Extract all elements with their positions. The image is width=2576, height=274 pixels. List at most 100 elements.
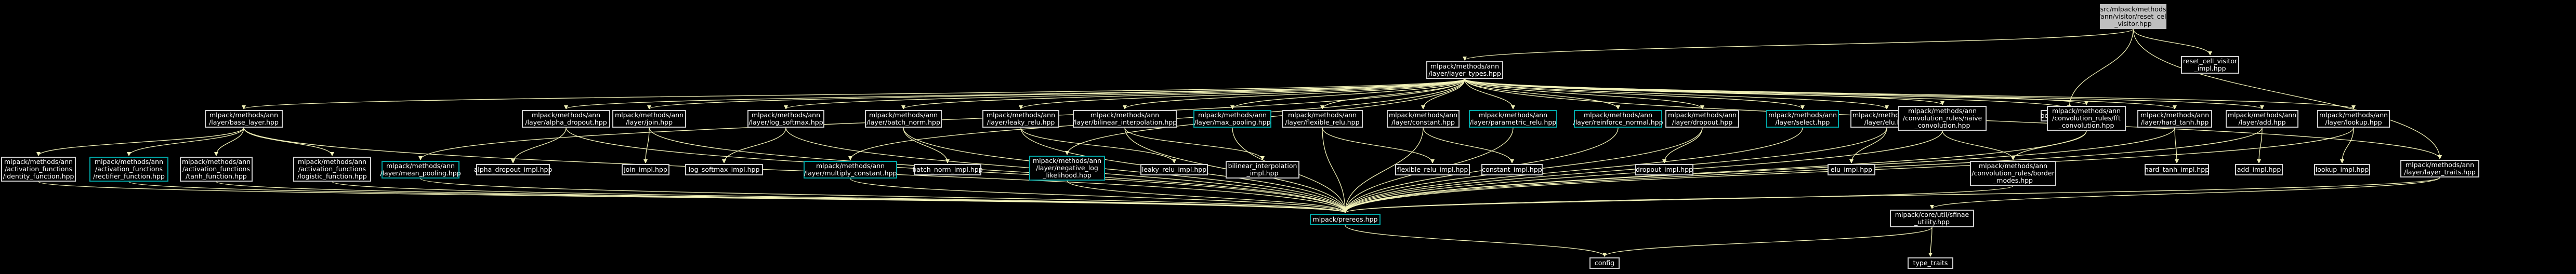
- node-log-softmax[interactable]: mlpack/methods/ann /layer/log_softmax.hp…: [747, 110, 824, 128]
- edge-negative_log-to-prereqs: [1067, 180, 1347, 213]
- node-root[interactable]: src/mlpack/methods /ann/visitor/reset_ce…: [2098, 4, 2168, 29]
- edge-elu-to-elu_impl: [1849, 127, 1887, 163]
- node-bilinear-impl[interactable]: bilinear_interpolation _impl.hpp: [1226, 161, 1299, 179]
- edge-select-to-prereqs: [1343, 127, 1803, 213]
- node-parametric-relu[interactable]: mlpack/methods/ann /layer/parametric_rel…: [1469, 110, 1557, 128]
- edge-bilinear-to-bilinear_impl: [1124, 127, 1265, 160]
- node-flexible-relu-impl[interactable]: flexible_relu_impl.hpp: [1395, 164, 1470, 175]
- node-reset-impl[interactable]: reset_cell_visitor _impl.hpp: [2181, 56, 2239, 74]
- edge-root-to-reset_impl: [2133, 29, 2212, 56]
- node-sfinae[interactable]: mlpack/core/util/sfinae _utility.hpp: [1890, 210, 1974, 227]
- edge-layer_types-to-alpha_dropout: [564, 78, 1465, 109]
- edge-base_layer-to-act_tanh: [214, 127, 244, 156]
- node-flexible-relu[interactable]: mlpack/methods/ann /layer/flexible_relu.…: [1282, 110, 1363, 128]
- edge-layer_types-to-parametric_relu: [1464, 78, 1515, 109]
- edge-alpha_dropout-to-alpha_dropout_impl: [511, 127, 567, 163]
- edge-layer_types-to-flexible_relu: [1320, 78, 1465, 109]
- edge-root-to-layer_types: [1463, 29, 2134, 61]
- edge-sfinae-to-type_traits: [1928, 227, 1933, 257]
- edge-join-to-join_impl: [643, 127, 650, 163]
- node-conv-naive[interactable]: mlpack/methods/ann /convolution_rules/na…: [1898, 106, 1987, 131]
- node-dropout-impl[interactable]: dropout_impl.hpp: [1635, 164, 1693, 175]
- node-leaky-relu[interactable]: mlpack/methods/ann /layer/leaky_relu.hpp: [982, 110, 1059, 128]
- edge-join-to-prereqs: [649, 127, 1347, 213]
- edge-layer: [36, 29, 2442, 257]
- edge-leaky_relu-to-leaky_relu_impl: [1020, 127, 1176, 163]
- node-prereqs[interactable]: mlpack/prereqs.hpp: [1310, 214, 1381, 225]
- edge-base_layer-to-act_logistic: [243, 127, 334, 156]
- edge-hard_tanh-to-hard_tanh_impl: [2174, 127, 2179, 163]
- edge-layer_types-to-join: [647, 78, 1465, 109]
- node-act-logistic[interactable]: mlpack/methods/ann /activation_functions…: [293, 157, 371, 182]
- edge-act_logistic-to-prereqs: [332, 181, 1347, 213]
- node-act-tanh[interactable]: mlpack/methods/ann /activation_functions…: [180, 157, 253, 182]
- edge-root-to-boost_variant: [2067, 29, 2134, 109]
- node-leaky-relu-impl[interactable]: leaky_relu_impl.hpp: [1140, 164, 1208, 175]
- node-bilinear[interactable]: mlpack/methods/ann /layer/bilinear_inter…: [1073, 110, 1177, 128]
- edge-conv_naive-to-conv_border: [1942, 130, 2015, 160]
- edge-layer_types-to-select: [1464, 78, 1805, 109]
- edge-layer_traits-to-prereqs: [1343, 177, 2440, 213]
- node-join[interactable]: mlpack/methods/ann /layer/join.hpp: [612, 110, 686, 128]
- node-max-pooling[interactable]: mlpack/methods/ann /layer/max_pooling.hp…: [1193, 110, 1271, 128]
- node-hard-tanh[interactable]: mlpack/methods/ann /layer/hard_tanh.hpp: [2137, 110, 2212, 128]
- node-constant-impl[interactable]: constant_impl.hpp: [1481, 164, 1543, 175]
- edge-layer_types-to-log_softmax: [784, 78, 1465, 109]
- node-batch-norm-impl[interactable]: batch_norm_impl.hpp: [912, 164, 983, 175]
- edge-base_layer-to-act_rectifier: [127, 127, 244, 156]
- node-lookup-impl[interactable]: lookup_impl.hpp: [2314, 164, 2370, 175]
- edge-layer_types-to-add: [1464, 78, 2264, 109]
- node-negative-log[interactable]: mlpack/methods/ann /layer/negative_log _…: [1029, 156, 1105, 181]
- node-mean-pooling[interactable]: mlpack/methods/ann /layer/mean_pooling.h…: [380, 161, 461, 179]
- edge-sfinae-to-config: [1602, 227, 1933, 257]
- edge-mean_pooling-to-prereqs: [420, 178, 1347, 213]
- node-multiply-constant[interactable]: mlpack/methods/ann /layer/multiply_const…: [804, 161, 897, 179]
- edge-layer_traits-to-sfinae: [1930, 177, 2440, 209]
- node-act-identity[interactable]: mlpack/methods/ann /activation_functions…: [1, 157, 76, 182]
- edge-layer_types-to-bilinear: [1123, 78, 1465, 109]
- node-add[interactable]: mlpack/methods/ann /layer/add.hpp: [2226, 110, 2298, 128]
- edge-batch_norm-to-batch_norm_impl: [903, 127, 950, 163]
- node-base-layer[interactable]: mlpack/methods/ann /layer/base_layer.hpp: [205, 110, 283, 128]
- edge-act_tanh-to-prereqs: [216, 181, 1347, 213]
- node-log-softmax-impl[interactable]: log_softmax_impl.hpp: [685, 164, 763, 175]
- node-elu-impl[interactable]: elu_impl.hpp: [1828, 164, 1875, 175]
- node-join-impl[interactable]: join_impl.hpp: [622, 164, 669, 175]
- node-select[interactable]: mlpack/methods/ann /layer/select.hpp: [1766, 110, 1839, 128]
- node-conv-fft[interactable]: mlpack/methods/ann /convolution_rules/ff…: [2047, 106, 2126, 131]
- node-constant[interactable]: mlpack/methods/ann /layer/constant.hpp: [1387, 110, 1460, 128]
- edge-base_layer-to-act_identity: [36, 127, 244, 156]
- edge-layer_types-to-reinforce_normal: [1464, 78, 1620, 109]
- edge-flexible_relu-to-prereqs: [1322, 127, 1347, 213]
- node-add-impl[interactable]: add_impl.hpp: [2235, 164, 2283, 175]
- node-reinforce-normal[interactable]: mlpack/methods/ann /layer/reinforce_norm…: [1573, 110, 1663, 128]
- node-type-traits[interactable]: type_traits: [1908, 257, 1953, 269]
- node-hard-tanh-impl[interactable]: hard_tanh_impl.hpp: [2145, 164, 2209, 175]
- edge-layer_types-to-dropout: [1464, 78, 1704, 109]
- node-layer-traits[interactable]: mlpack/methods/ann /layer/layer_traits.h…: [2400, 160, 2479, 177]
- edge-add-to-add_impl: [2257, 127, 2263, 163]
- edge-dropout-to-dropout_impl: [1662, 127, 1703, 163]
- edge-constant-to-constant_impl: [1423, 127, 1514, 163]
- edge-log_softmax-to-log_softmax_impl: [722, 127, 786, 163]
- edge-layer_types-to-lookup: [1464, 78, 2356, 109]
- node-act-rectifier[interactable]: mlpack/methods/ann /activation_functions…: [89, 157, 168, 182]
- node-lookup[interactable]: mlpack/methods/ann /layer/lookup.hpp: [2317, 110, 2390, 128]
- edge-batch_norm-to-prereqs: [903, 127, 1347, 213]
- node-conv-border[interactable]: mlpack/methods/ann /convolution_rules/bo…: [1970, 161, 2056, 186]
- edge-base_layer-to-prereqs: [243, 127, 1347, 213]
- node-batch-norm[interactable]: mlpack/methods/ann /layer/batch_norm.hpp: [865, 110, 942, 128]
- edge-layer_types-to-elu: [1464, 78, 1889, 109]
- node-layer-types[interactable]: mlpack/methods/ann /layer/layer_types.hp…: [1426, 61, 1503, 79]
- edge-lookup-to-lookup_impl: [2340, 127, 2354, 163]
- node-dropout[interactable]: mlpack/methods/ann /layer/dropout.hpp: [1665, 110, 1739, 128]
- node-alpha-dropout[interactable]: mlpack/methods/ann /layer/alpha_dropout.…: [522, 110, 610, 128]
- edge-flexible_relu-to-flexible_relu_impl: [1322, 127, 1435, 163]
- node-alpha-dropout-impl[interactable]: alpha_dropout_impl.hpp: [474, 164, 552, 175]
- edge-hard_tanh-to-prereqs: [1343, 127, 2175, 213]
- edge-layer_types-to-hard_tanh: [1464, 78, 2177, 109]
- node-config[interactable]: config: [1589, 257, 1620, 269]
- edge-root-to-layer_traits: [2133, 29, 2442, 159]
- edge-prereqs-to-config: [1345, 225, 1607, 257]
